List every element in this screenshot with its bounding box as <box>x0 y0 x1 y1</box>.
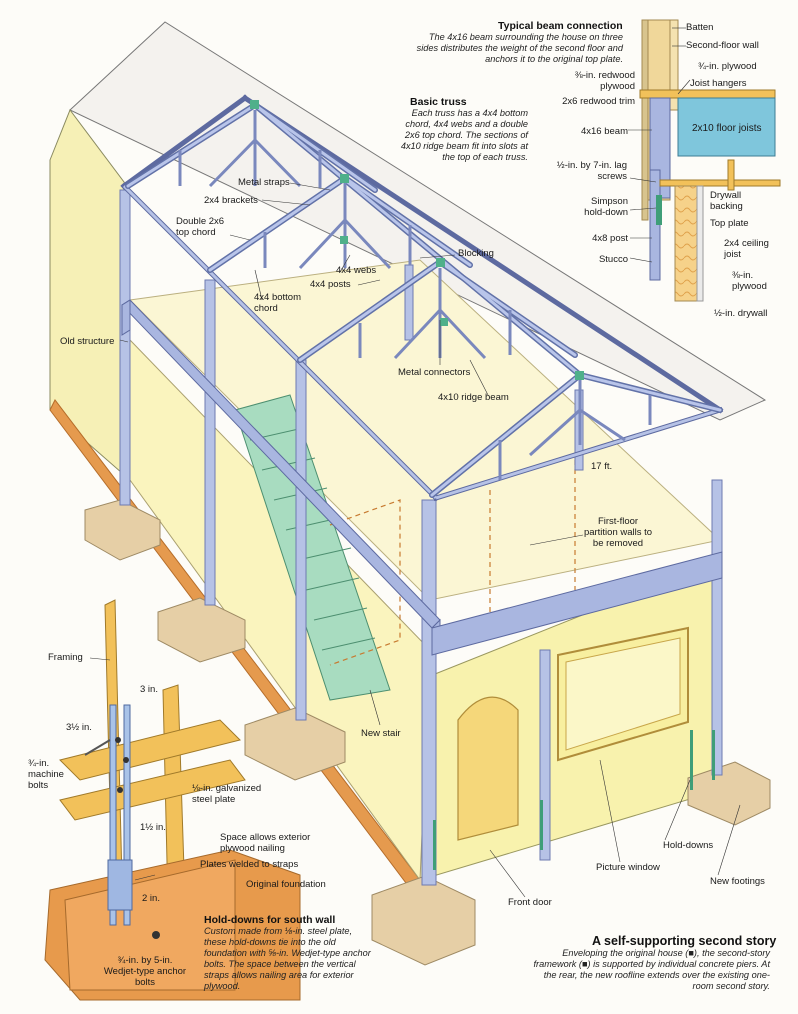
floor-beam <box>121 299 723 656</box>
label-bottom-chord: 4x4 bottom chord <box>254 292 301 314</box>
basic-truss-title: Basic truss <box>410 96 467 108</box>
label-3-in: 3 in. <box>140 684 158 695</box>
label-picture-window: Picture window <box>596 862 660 873</box>
label-4x4-posts: 4x4 posts <box>310 279 351 290</box>
front-door <box>457 696 519 841</box>
label-batten: Batten <box>686 22 714 33</box>
label-floor-joists: 2x10 floor joists <box>692 123 762 134</box>
label-blocking: Blocking <box>458 248 494 259</box>
label-plywood-38: ⅜-in. plywood <box>732 270 767 292</box>
posts <box>119 189 723 886</box>
beam-connection-text: The 4x16 beam surrounding the house on t… <box>416 32 623 64</box>
label-original-foundation: Original foundation <box>246 879 326 890</box>
label-17-ft: 17 ft. <box>591 461 613 472</box>
hold-downs-title: Hold-downs for south wall <box>204 914 336 926</box>
label-framing: Framing <box>48 652 83 663</box>
label-new-stair: New stair <box>361 728 401 739</box>
label-lag-screws: ½-in. by 7-in. lag screws <box>556 160 627 182</box>
label-stucco: Stucco <box>598 254 628 265</box>
label-machine-bolts: ¾-in. machine bolts <box>28 758 64 791</box>
label-front-door: Front door <box>508 897 552 908</box>
label-new-footings: New footings <box>710 876 765 887</box>
label-redwood-trim: 2x6 redwood trim <box>562 96 635 107</box>
hold-down-straps <box>433 730 715 870</box>
label-2-in: 2 in. <box>142 893 160 904</box>
label-plates-welded: Plates welded to straps <box>200 859 299 870</box>
metal-connectors <box>250 100 584 380</box>
label-top-chord: Double 2x6 top chord <box>176 216 225 238</box>
label-top-plate: Top plate <box>710 218 749 229</box>
label-drywall-backing: Drywall backing <box>710 190 743 212</box>
beam-connection-title: Typical beam connection <box>498 20 623 32</box>
label-metal-connectors: Metal connectors <box>398 367 471 378</box>
concrete-footings <box>84 499 771 966</box>
old-roof <box>69 21 767 421</box>
label-1-half-in: 1½ in. <box>140 822 166 833</box>
label-ridge-beam: 4x10 ridge beam <box>438 392 509 403</box>
label-drywall: ½-in. drywall <box>714 308 768 319</box>
label-hold-downs: Hold-downs <box>663 840 714 851</box>
label-galvanized-plate: ⅛-in. galvanized steel plate <box>192 783 262 805</box>
label-redwood-plywood: ⅜-in. redwood plywood <box>574 70 635 92</box>
label-old-structure: Old structure <box>60 336 115 347</box>
hold-down-inset <box>44 599 301 1001</box>
label-anchor-bolts: ¾-in. by 5-in. Wedjet-type anchor bolts <box>103 955 187 988</box>
label-ceiling-joist: 2x4 ceiling joist <box>724 238 769 260</box>
label-simpson: Simpson hold-down <box>584 196 628 218</box>
beam-connection-inset <box>639 19 781 302</box>
label-nailing-space: Space allows exterior plywood nailing <box>220 832 311 854</box>
caption-title: A self-supporting second story <box>592 934 777 948</box>
label-metal-straps: Metal straps <box>238 177 290 188</box>
caption-text: Enveloping the original house (■), the s… <box>533 948 770 991</box>
hold-downs-text: Custom made from ⅛-in. steel plate, thes… <box>204 926 371 991</box>
label-joist-hangers: Joist hangers <box>690 78 747 89</box>
basic-truss-text: Each truss has a 4x4 bottom chord, 4x4 w… <box>400 108 528 162</box>
label-3-half-in: 3½ in. <box>66 722 92 733</box>
label-4x4-webs: 4x4 webs <box>336 265 377 276</box>
label-plywood-34: ¾-in. plywood <box>698 61 757 72</box>
partition-walls <box>329 460 576 666</box>
leader-lines <box>89 27 741 898</box>
label-2x4-brackets: 2x4 brackets <box>204 195 258 206</box>
label-4x16-beam: 4x16 beam <box>580 126 628 137</box>
label-4x8-post: 4x8 post <box>592 233 628 244</box>
label-second-floor-wall: Second-floor wall <box>686 40 759 51</box>
label-partition-walls: First-floor partition walls to be remove… <box>583 516 653 549</box>
